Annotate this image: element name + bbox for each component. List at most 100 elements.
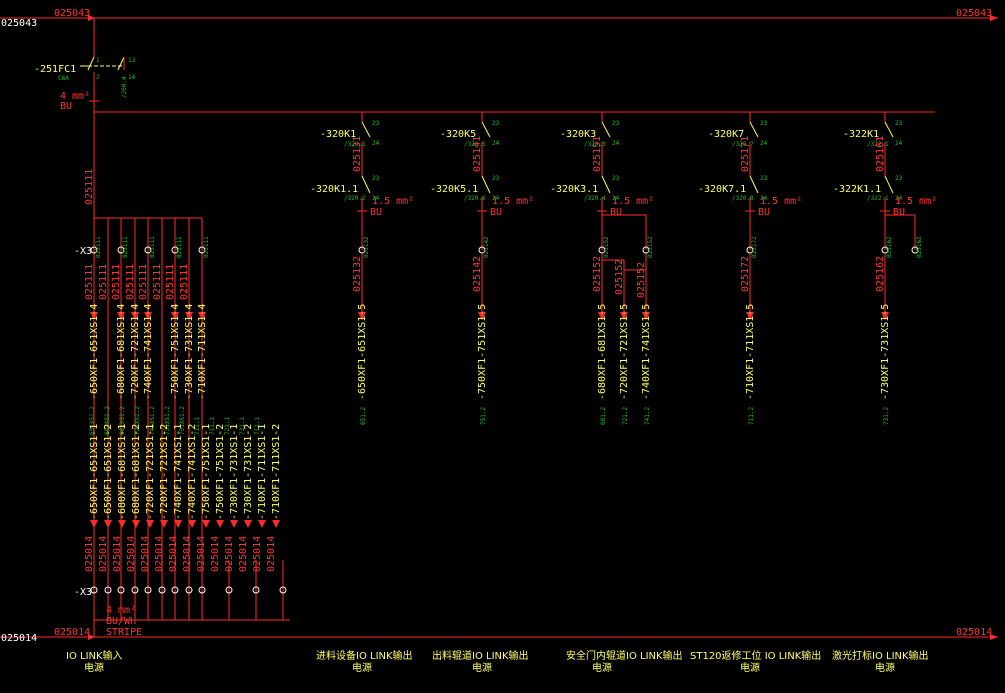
terminal-bottom-extra-3[interactable] — [185, 586, 193, 594]
dest-ref-3-0: 711.2 — [748, 407, 755, 425]
sub-contact-3[interactable] — [749, 175, 759, 194]
term-ref-1: 025142 — [483, 236, 490, 258]
sub-contact-1[interactable] — [481, 175, 491, 194]
left-top-term-ref-1: 025111 — [122, 236, 129, 258]
dest-arrow-0-0 — [358, 312, 366, 320]
relay-contact-2[interactable] — [601, 121, 611, 138]
left-dest-bottom-11: -730XF1-731XS1-2 — [243, 424, 254, 520]
extra-wire-a-2: 025152 — [614, 259, 625, 295]
relay-tag-2: -320K3 — [560, 129, 596, 140]
supply-cable-size: 4 mm² — [60, 91, 90, 102]
dest-arrow-3-0 — [746, 312, 754, 320]
dest-arrow-2-2 — [642, 312, 650, 320]
left-dest-bottom-arrow-8 — [202, 520, 210, 528]
sub-pin-b-2: 24 — [612, 195, 620, 202]
terminal-top-1[interactable] — [117, 246, 125, 254]
terminal-bottom-0[interactable] — [90, 586, 98, 594]
left-top-term-ref-2: 025111 — [149, 236, 156, 258]
relay-contact-4[interactable] — [884, 121, 894, 138]
wire-low-1: 025142 — [472, 256, 483, 292]
left-dest-top-1: -680XF1-681XS1-4 — [116, 304, 127, 400]
wire-low-3: 025172 — [740, 256, 751, 292]
left-top-term-ref-0: 025111 — [95, 236, 102, 258]
branch-wires-2 — [602, 214, 647, 320]
left-dest-bottom-arrow-4 — [146, 520, 154, 528]
sub-contact-2[interactable] — [601, 175, 611, 194]
left-bottom-wire-6: 025014 — [168, 536, 179, 572]
terminal-bottom-extra-2[interactable] — [158, 586, 166, 594]
bottom-cable-note: STRIPE — [106, 627, 142, 638]
left-dest-bottom-2: -680XF1-681XS1-1 — [117, 424, 128, 520]
terminal-bottom-r-283[interactable] — [279, 586, 287, 594]
left-dest-bottom-4: -720XF1-721XS1-1 — [145, 424, 156, 520]
terminal-bottom-r-256[interactable] — [252, 586, 260, 594]
relay-pin-a-1: 23 — [492, 120, 500, 127]
left-bottom-wire-3: 025014 — [126, 536, 137, 572]
left-dest-bottom-arrow-1 — [104, 520, 112, 528]
relay-contact-3[interactable] — [749, 121, 759, 138]
dest-ref-1-0: 751.2 — [480, 407, 487, 425]
wire-mid-4: 025161 — [875, 136, 886, 172]
left-mid-ref-3: 721XS1.2 — [134, 406, 141, 435]
left-dest-bottom-0: -650XF1-651XS1-1 — [89, 424, 100, 520]
terminal-top-3[interactable] — [171, 246, 179, 254]
circuit-320k3: -320K3/320.32324025151-320K3.1/320.42324… — [550, 112, 683, 674]
left-top-wire-label-7: 025111 — [179, 264, 190, 300]
left-mid-ref-5: 731XS1.2 — [164, 406, 171, 435]
sub-pin-a-1: 23 — [492, 175, 500, 182]
left-dest-bottom-arrow-11 — [244, 520, 252, 528]
dest-arrow-2-1 — [620, 312, 628, 320]
terminal-top-0[interactable] — [90, 246, 98, 254]
caption-2-2: 电源 — [592, 661, 612, 674]
terminal-bottom-r-229[interactable] — [225, 586, 233, 594]
relay-pin-b-3: 24 — [760, 140, 768, 147]
left-bottom-wire-4: 025014 — [140, 536, 151, 572]
breaker-rating: C6A — [58, 75, 69, 82]
left-dest-bottom-arrow-9 — [216, 520, 224, 528]
left-top-term-ref-3: 025111 — [176, 236, 183, 258]
sub-tag-4: -322K1.1 — [833, 184, 881, 195]
supply-wire-label: 025111 — [84, 169, 95, 205]
terminal-bottom-extra-0[interactable] — [104, 586, 112, 594]
left-dest-arrow-1 — [117, 312, 125, 320]
left-dest-bottom-6: -740XF1-741XS1-1 — [173, 424, 184, 520]
relay-contact-1[interactable] — [481, 121, 491, 138]
terminal-bottom-2[interactable] — [144, 586, 152, 594]
terminal-strip-bottom-tag: -X3 — [74, 587, 92, 598]
wire-low-2: 025152 — [592, 256, 603, 292]
relay-pin-a-3: 23 — [760, 120, 768, 127]
terminal-b-2[interactable] — [642, 246, 650, 254]
left-dest-arrow-3 — [144, 312, 152, 320]
relay-pin-b-4: 24 — [895, 140, 903, 147]
relay-ref-0: /320.1 — [344, 141, 366, 148]
circuit-320k7: -320K7/320.72324025171-320K7.1/320.82324… — [690, 112, 821, 674]
breaker-251fc1[interactable]: -251FC1 C6A 1 2 13 14 /260.4 4 mm² BU — [34, 18, 136, 112]
left-dest-bottom-10: -730XF1-731XS1-1 — [229, 424, 240, 520]
left-dest-bottom-13: -710XF1-711XS1-2 — [271, 424, 282, 520]
left-bottom-wire-11: 025014 — [238, 536, 249, 572]
terminal-top-2[interactable] — [144, 246, 152, 254]
left-mid-ref-2: 681XS1.2 — [119, 406, 126, 435]
term-ref-b-4: 025162 — [916, 236, 923, 258]
relay-contact-0[interactable] — [361, 121, 371, 138]
left-dest-bottom-9: -750XF1-751XS1-2 — [215, 424, 226, 520]
left-mid-ref-1: 681XS1.2 — [104, 406, 111, 435]
bottom-cable-color: BU/WH — [106, 616, 136, 627]
left-top-wire-label-4: 025111 — [138, 264, 149, 300]
left-mid-ref-8: 711.1 — [209, 417, 216, 435]
sub-contact-0[interactable] — [361, 175, 371, 194]
left-dest-top-6: -710XF1-711XS1-4 — [197, 304, 208, 400]
top-bus-left-label: 025043 — [1, 18, 37, 29]
left-dest-bottom-3: -680XF1-681XS1-2 — [131, 424, 142, 520]
cable-size-0: 1.5 mm² — [372, 196, 414, 207]
relay-ref-2: /320.3 — [584, 141, 606, 148]
terminal-bottom-1[interactable] — [117, 586, 125, 594]
terminal-bottom-3[interactable] — [171, 586, 179, 594]
sub-contact-4[interactable] — [884, 175, 894, 194]
terminal-top-4[interactable] — [198, 246, 206, 254]
terminal-b-4[interactable] — [911, 246, 919, 254]
terminal-bottom-extra-1[interactable] — [131, 586, 139, 594]
terminal-bottom-4[interactable] — [198, 586, 206, 594]
cable-size-1: 1.5 mm² — [492, 196, 534, 207]
